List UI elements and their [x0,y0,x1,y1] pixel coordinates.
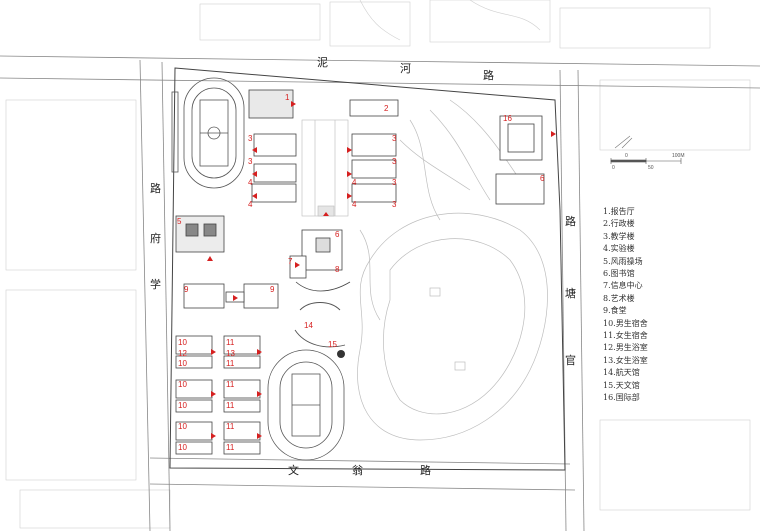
building-number: 11 [226,380,235,389]
legend-item: 11.女生宿舍 [603,331,648,341]
building-number: 11 [226,422,235,431]
legend-item: 14.航天馆 [603,368,640,378]
building-number: 10 [178,422,187,431]
building-number: 3 [248,157,253,166]
road-label-bottom-1: 文 [288,464,299,477]
scale-label-zero-bottom: 0 [612,165,615,171]
building-number: 12 [178,349,187,358]
scale-bar [610,158,682,164]
building-number: 9 [270,285,275,294]
sports-field-south [267,349,345,461]
road-label-top-2: 河 [400,62,411,75]
building-number: 3 [392,134,397,143]
roads [0,55,760,531]
building-number: 14 [304,321,313,330]
legend-item: 9.食堂 [603,306,627,316]
legend-item: 2.行政楼 [603,219,635,229]
building-number: 10 [178,380,187,389]
building-number: 11 [226,338,235,347]
road-label-right-1: 官 [565,354,576,367]
surrounding-context [5,0,751,529]
scale-label-end: 100M [672,153,685,159]
legend-item: 3.教学楼 [603,231,635,241]
building-number: 10 [178,338,187,347]
building-number: 3 [248,134,253,143]
building-number: 8 [335,265,340,274]
building-number: 4 [248,178,253,187]
sports-field-north [171,77,245,189]
building-number: 4 [352,200,357,209]
road-label-right-3: 路 [565,215,576,228]
building-number: 16 [503,114,512,123]
north-arrow-icon [614,135,633,149]
legend-item: 1.报告厅 [603,207,635,216]
road-label-bottom-3: 路 [420,464,431,477]
building-number: 3 [392,200,397,209]
building-number: 11 [226,443,235,452]
building-number: 5 [177,217,182,226]
building-number: 10 [178,443,187,452]
legend-item: 15.天文馆 [603,380,640,390]
building-number: 13 [226,349,235,358]
central-plaza [301,119,349,217]
legend-item: 10.男生宿舍 [603,318,648,328]
campus-boundary [169,67,566,471]
legend-item: 13.女生浴室 [603,355,648,365]
entrance-markers [207,101,556,439]
landscape-park [357,99,548,441]
building-number: 11 [226,359,235,368]
building-number: 6 [335,230,340,239]
astronomy-hall [337,350,345,358]
road-label-right-2: 塘 [565,287,576,300]
building-number: 10 [178,359,187,368]
building-number: 3 [392,178,397,187]
building-number: 10 [178,401,187,410]
building-number: 4 [248,200,253,209]
building-number: 3 [392,157,397,166]
legend: 1.报告厅 2.行政楼 3.教学楼 4.实验楼 5.风雨操场 6.图书馆 7.信… [603,206,753,405]
scale-label-mid: 50 [648,165,654,171]
legend-item: 5.风雨操场 [603,256,643,266]
building-number: 2 [384,104,389,113]
legend-item: 4.实验楼 [603,244,635,254]
road-label-top-3: 路 [483,69,494,82]
legend-item: 6.图书馆 [603,269,635,279]
road-label-top-1: 泥 [317,56,328,69]
legend-item: 7.信息中心 [603,281,643,291]
building-number: 4 [352,178,357,187]
building-number: 7 [288,257,293,266]
aerospace-hall [294,302,346,348]
building-number: 15 [328,340,337,349]
building-number: 6 [540,174,545,183]
building-number: 11 [226,401,235,410]
road-label-bottom-2: 翁 [352,464,363,477]
legend-item: 8.艺术楼 [603,293,635,303]
road-label-left-1: 学 [150,278,161,291]
road-label-left-2: 府 [150,232,161,245]
building-number: 1 [285,93,290,102]
scale-label-zero-top: 0 [625,153,628,159]
buildings [175,89,545,455]
road-label-left-3: 路 [150,182,161,195]
building-number: 9 [184,285,189,294]
legend-item: 12.男生浴室 [603,343,648,353]
legend-item: 16.国际部 [603,393,640,403]
